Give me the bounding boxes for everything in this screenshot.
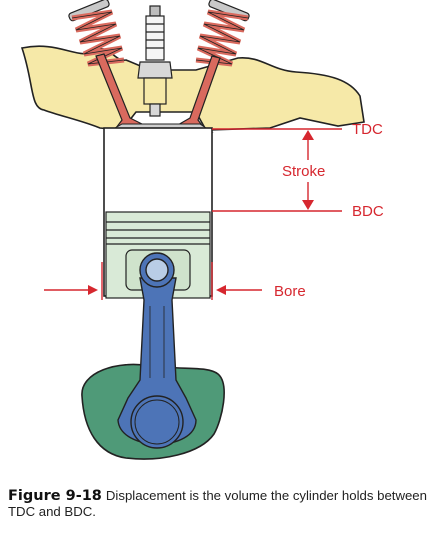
exhaust-valve-spring bbox=[195, 0, 250, 67]
bore-label: Bore bbox=[274, 283, 306, 300]
caption-text: Displacement is the volume the cylinder … bbox=[8, 488, 427, 519]
bore-indicator bbox=[44, 262, 262, 300]
bdc-label: BDC bbox=[352, 203, 384, 220]
connecting-rod bbox=[117, 252, 197, 449]
engine-displacement-diagram: TDC Stroke BDC Bore bbox=[20, 0, 384, 460]
figure-number: Figure 9-18 bbox=[8, 488, 102, 504]
spark-plug bbox=[137, 5, 173, 117]
stroke-arrow bbox=[302, 130, 314, 210]
tdc-label: TDC bbox=[352, 121, 383, 138]
stroke-label: Stroke bbox=[282, 163, 325, 180]
